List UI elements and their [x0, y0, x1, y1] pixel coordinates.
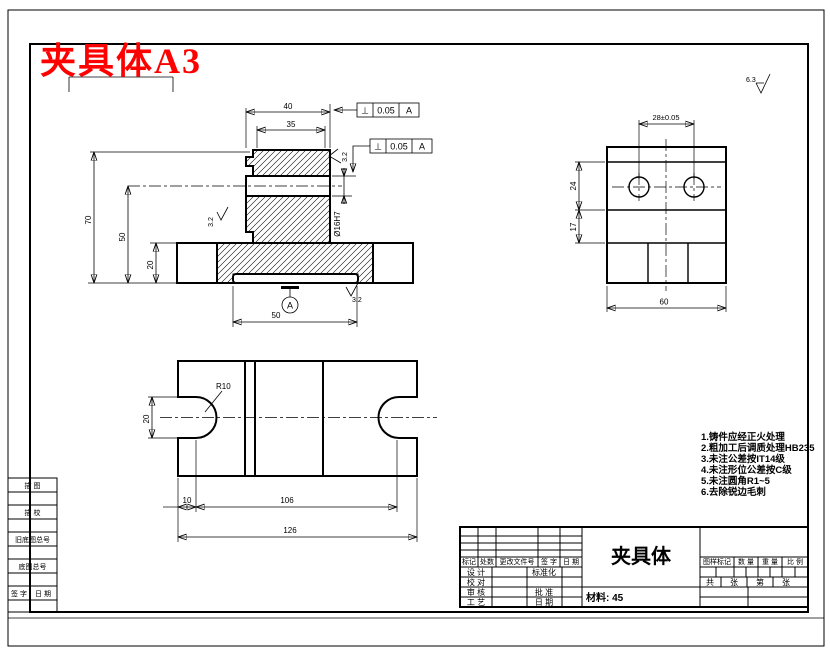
role-label: 日 期 — [535, 598, 553, 607]
strip-outline — [7, 477, 58, 613]
gdt-frame-1: ⊥ 0.05 A — [334, 102, 420, 118]
bottom-outline — [177, 360, 418, 477]
outer-border — [7, 9, 825, 647]
rev-header: 处数 — [480, 557, 494, 566]
dim-base: 20 — [146, 260, 155, 269]
dim-mid: 50 — [118, 232, 127, 241]
sheet-title: 夹具体A3 — [40, 41, 202, 81]
gdt-symbol: ⊥ — [361, 106, 369, 116]
gdt-symbol: ⊥ — [374, 142, 382, 152]
gdt-frame-2: ⊥ 0.05 A — [353, 138, 433, 172]
stem-section — [245, 195, 331, 244]
gdt-leader — [353, 145, 370, 172]
rev-header: 标记 — [462, 557, 476, 566]
gdt-datum-ref: A — [419, 142, 425, 152]
inner-border — [29, 43, 809, 613]
margin-strip: 描 图 描 校 旧底图总号 底图总号 签 字 日 期 — [7, 477, 58, 613]
strip-label: 描 校 — [25, 508, 41, 517]
roughness-check-icon — [345, 282, 359, 297]
dim-inner: 106 — [280, 496, 294, 505]
rev-header: 日 期 — [563, 558, 579, 566]
roughness-value: 6.3 — [746, 77, 756, 84]
strip-sign-label: 签 字 — [11, 589, 27, 598]
role-label: 工 艺 — [467, 598, 485, 607]
note-line: 1.铸件应经正火处理 — [701, 431, 785, 443]
radius-label: R10 — [216, 382, 231, 391]
title-block: 标记 处数 更改文件号 签 字 日 期 设 计 标准化 校 对 审 核 批 准 … — [459, 526, 809, 608]
roughness-check-icon — [755, 73, 771, 94]
arrow-icon — [340, 168, 348, 178]
note-line: 6.去除锐边毛刺 — [701, 486, 766, 498]
dim-width: 60 — [660, 298, 669, 307]
dim-boss: 35 — [287, 120, 296, 129]
role-label: 设 计 — [467, 567, 485, 577]
roughness-bottom: 3.2 — [345, 282, 362, 304]
dim-height: 70 — [84, 215, 93, 224]
dim-offset: 10 — [183, 496, 192, 505]
note-line: 2.粗加工后调质处理HB235 — [701, 442, 815, 454]
technical-notes: 1.铸件应经正火处理 2.粗加工后调质处理HB235 3.未注公差按IT14级 … — [701, 431, 815, 498]
gdt-box — [369, 138, 433, 154]
gdt-tolerance: 0.05 — [390, 142, 408, 152]
dim-hole: Ø16H7 — [333, 211, 342, 237]
roughness-value: 3.2 — [342, 152, 349, 162]
gdt-box — [356, 102, 420, 118]
roughness-boss: 3.2 — [328, 148, 349, 164]
radius-leader — [204, 390, 223, 413]
roughness-check-icon — [216, 206, 229, 221]
front-view: 40 35 70 50 20 Ø16H7 50 A — [84, 102, 433, 327]
dim-hole-spacing: 28±0.05 — [652, 113, 679, 122]
bottom-strip — [232, 273, 359, 284]
sheet-frame: 夹具体A3 6.3 — [7, 9, 825, 647]
sheet-count-label: 张 — [730, 578, 738, 587]
side-outline — [606, 146, 727, 284]
dim-top: 40 — [284, 102, 293, 111]
note-line: 4.未注形位公差按C级 — [701, 464, 792, 476]
rev-header: 签 字 — [541, 557, 557, 566]
rev-header: 更改文件号 — [500, 557, 535, 566]
role-label: 审 核 — [467, 587, 485, 597]
role-label: 校 对 — [467, 577, 485, 587]
arrow-icon — [340, 194, 348, 204]
part-name-cell: 夹具体 材料: 45 — [582, 544, 700, 604]
tb-header: 比 例 — [787, 557, 803, 566]
role-label: 批 准 — [535, 587, 553, 597]
role-label: 标准化 — [532, 567, 556, 577]
dim-bottom: 50 — [272, 311, 281, 320]
strip-label: 底图总号 — [19, 562, 47, 571]
roughness-step: 3.2 — [208, 206, 229, 227]
datum-letter: A — [287, 301, 293, 311]
gdt-tolerance: 0.05 — [377, 106, 395, 116]
dim-lower: 17 — [569, 222, 578, 231]
revision-table: 标记 处数 更改文件号 签 字 日 期 设 计 标准化 校 对 审 核 批 准 … — [460, 527, 582, 607]
part-name: 夹具体 — [611, 544, 672, 568]
material-label: 材料: 45 — [586, 591, 624, 604]
boss-section — [245, 149, 331, 177]
dim-upper: 24 — [569, 181, 578, 190]
sheet-count-label: 第 — [756, 577, 764, 587]
strip-date-label: 日 期 — [35, 590, 51, 598]
tb-header: 数 量 — [738, 557, 754, 566]
sheet-count-label: 共 — [706, 578, 714, 587]
bottom-view: R10 20 10 106 126 — [142, 360, 437, 542]
strip-label: 旧底图总号 — [15, 535, 50, 544]
tb-header: 重 量 — [762, 558, 778, 566]
note-line: 3.未注公差按IT14级 — [701, 453, 785, 465]
gdt-datum-ref: A — [406, 106, 412, 116]
dim-slot: 20 — [142, 414, 151, 423]
roughness-value: 3.2 — [352, 297, 362, 304]
dim-total: 126 — [283, 526, 297, 535]
roughness-check-icon — [328, 148, 342, 164]
title-block-right: 图样标记 数 量 重 量 比 例 共 张 第 张 — [700, 556, 808, 607]
note-line: 5.未注圆角R1~5 — [701, 475, 771, 487]
roughness-value: 3.2 — [208, 217, 215, 227]
strip-label: 描 图 — [25, 481, 41, 490]
side-view: 28±0.05 24 17 60 — [569, 113, 727, 312]
tb-header: 图样标记 — [703, 557, 731, 566]
datum-circle — [281, 296, 299, 314]
sheet-count-label: 张 — [782, 578, 790, 587]
general-roughness-symbol: 6.3 — [746, 73, 771, 94]
datum-symbol: A — [281, 286, 299, 314]
